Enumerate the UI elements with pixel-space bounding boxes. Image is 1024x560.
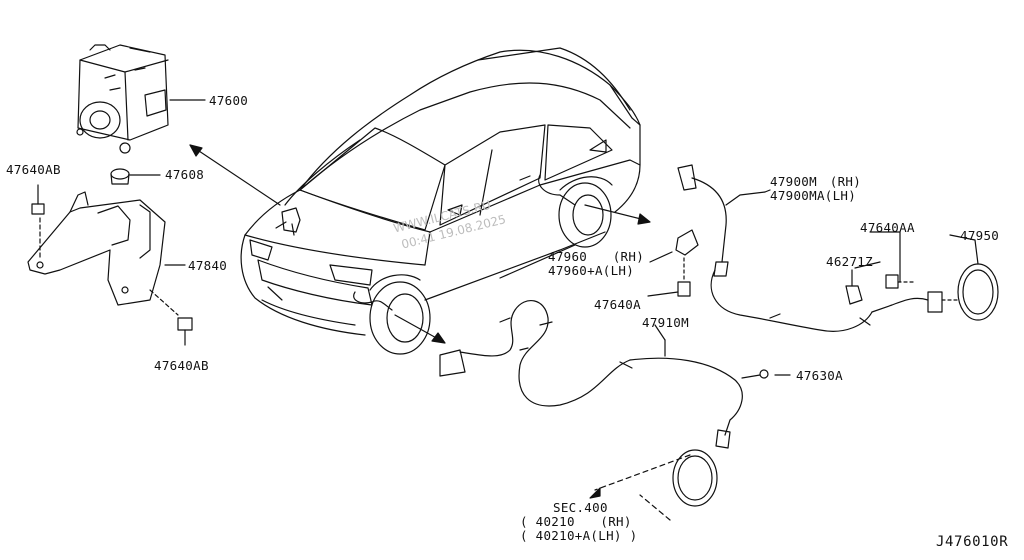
label-47840: 47840	[188, 258, 228, 273]
callout-arrows	[189, 144, 651, 344]
label-47640aa: 47640AA	[860, 220, 915, 235]
figure-id: J476010R	[936, 534, 1009, 550]
label-47900ma: 47900MA(LH)	[770, 188, 857, 203]
label-47640ab-top: 47640AB	[6, 162, 61, 177]
label-47640ab-bottom: 47640AB	[154, 358, 209, 373]
front-sensor-bracket-drawing	[649, 229, 699, 297]
car-illustration	[240, 47, 641, 355]
label-47640a: 47640A	[594, 297, 641, 312]
bracket-drawing	[27, 184, 193, 346]
label-sec-400: SEC.400	[553, 500, 608, 515]
label-46271z: 46271Z	[826, 254, 873, 269]
label-47630a: 47630A	[796, 368, 843, 383]
label-47608: 47608	[165, 167, 205, 182]
label-47950: 47950	[960, 228, 1000, 243]
label-47600: 47600	[209, 93, 249, 108]
abs-actuator-drawing	[76, 44, 206, 154]
front-sensor-harness	[439, 300, 769, 521]
rear-sensor-harness	[677, 164, 999, 332]
label-47900m: 47900M (RH)	[770, 174, 862, 189]
bushing-drawing	[110, 168, 161, 185]
label-47960-rh: 47960 (RH)	[548, 249, 645, 264]
label-47960-lh: 47960+A(LH)	[548, 263, 635, 278]
label-47910m: 47910M	[642, 315, 689, 330]
label-40210-lh: ( 40210+A(LH) )	[520, 528, 638, 543]
leader-lines	[647, 189, 979, 376]
label-40210-rh: ( 40210 (RH)	[520, 514, 632, 529]
